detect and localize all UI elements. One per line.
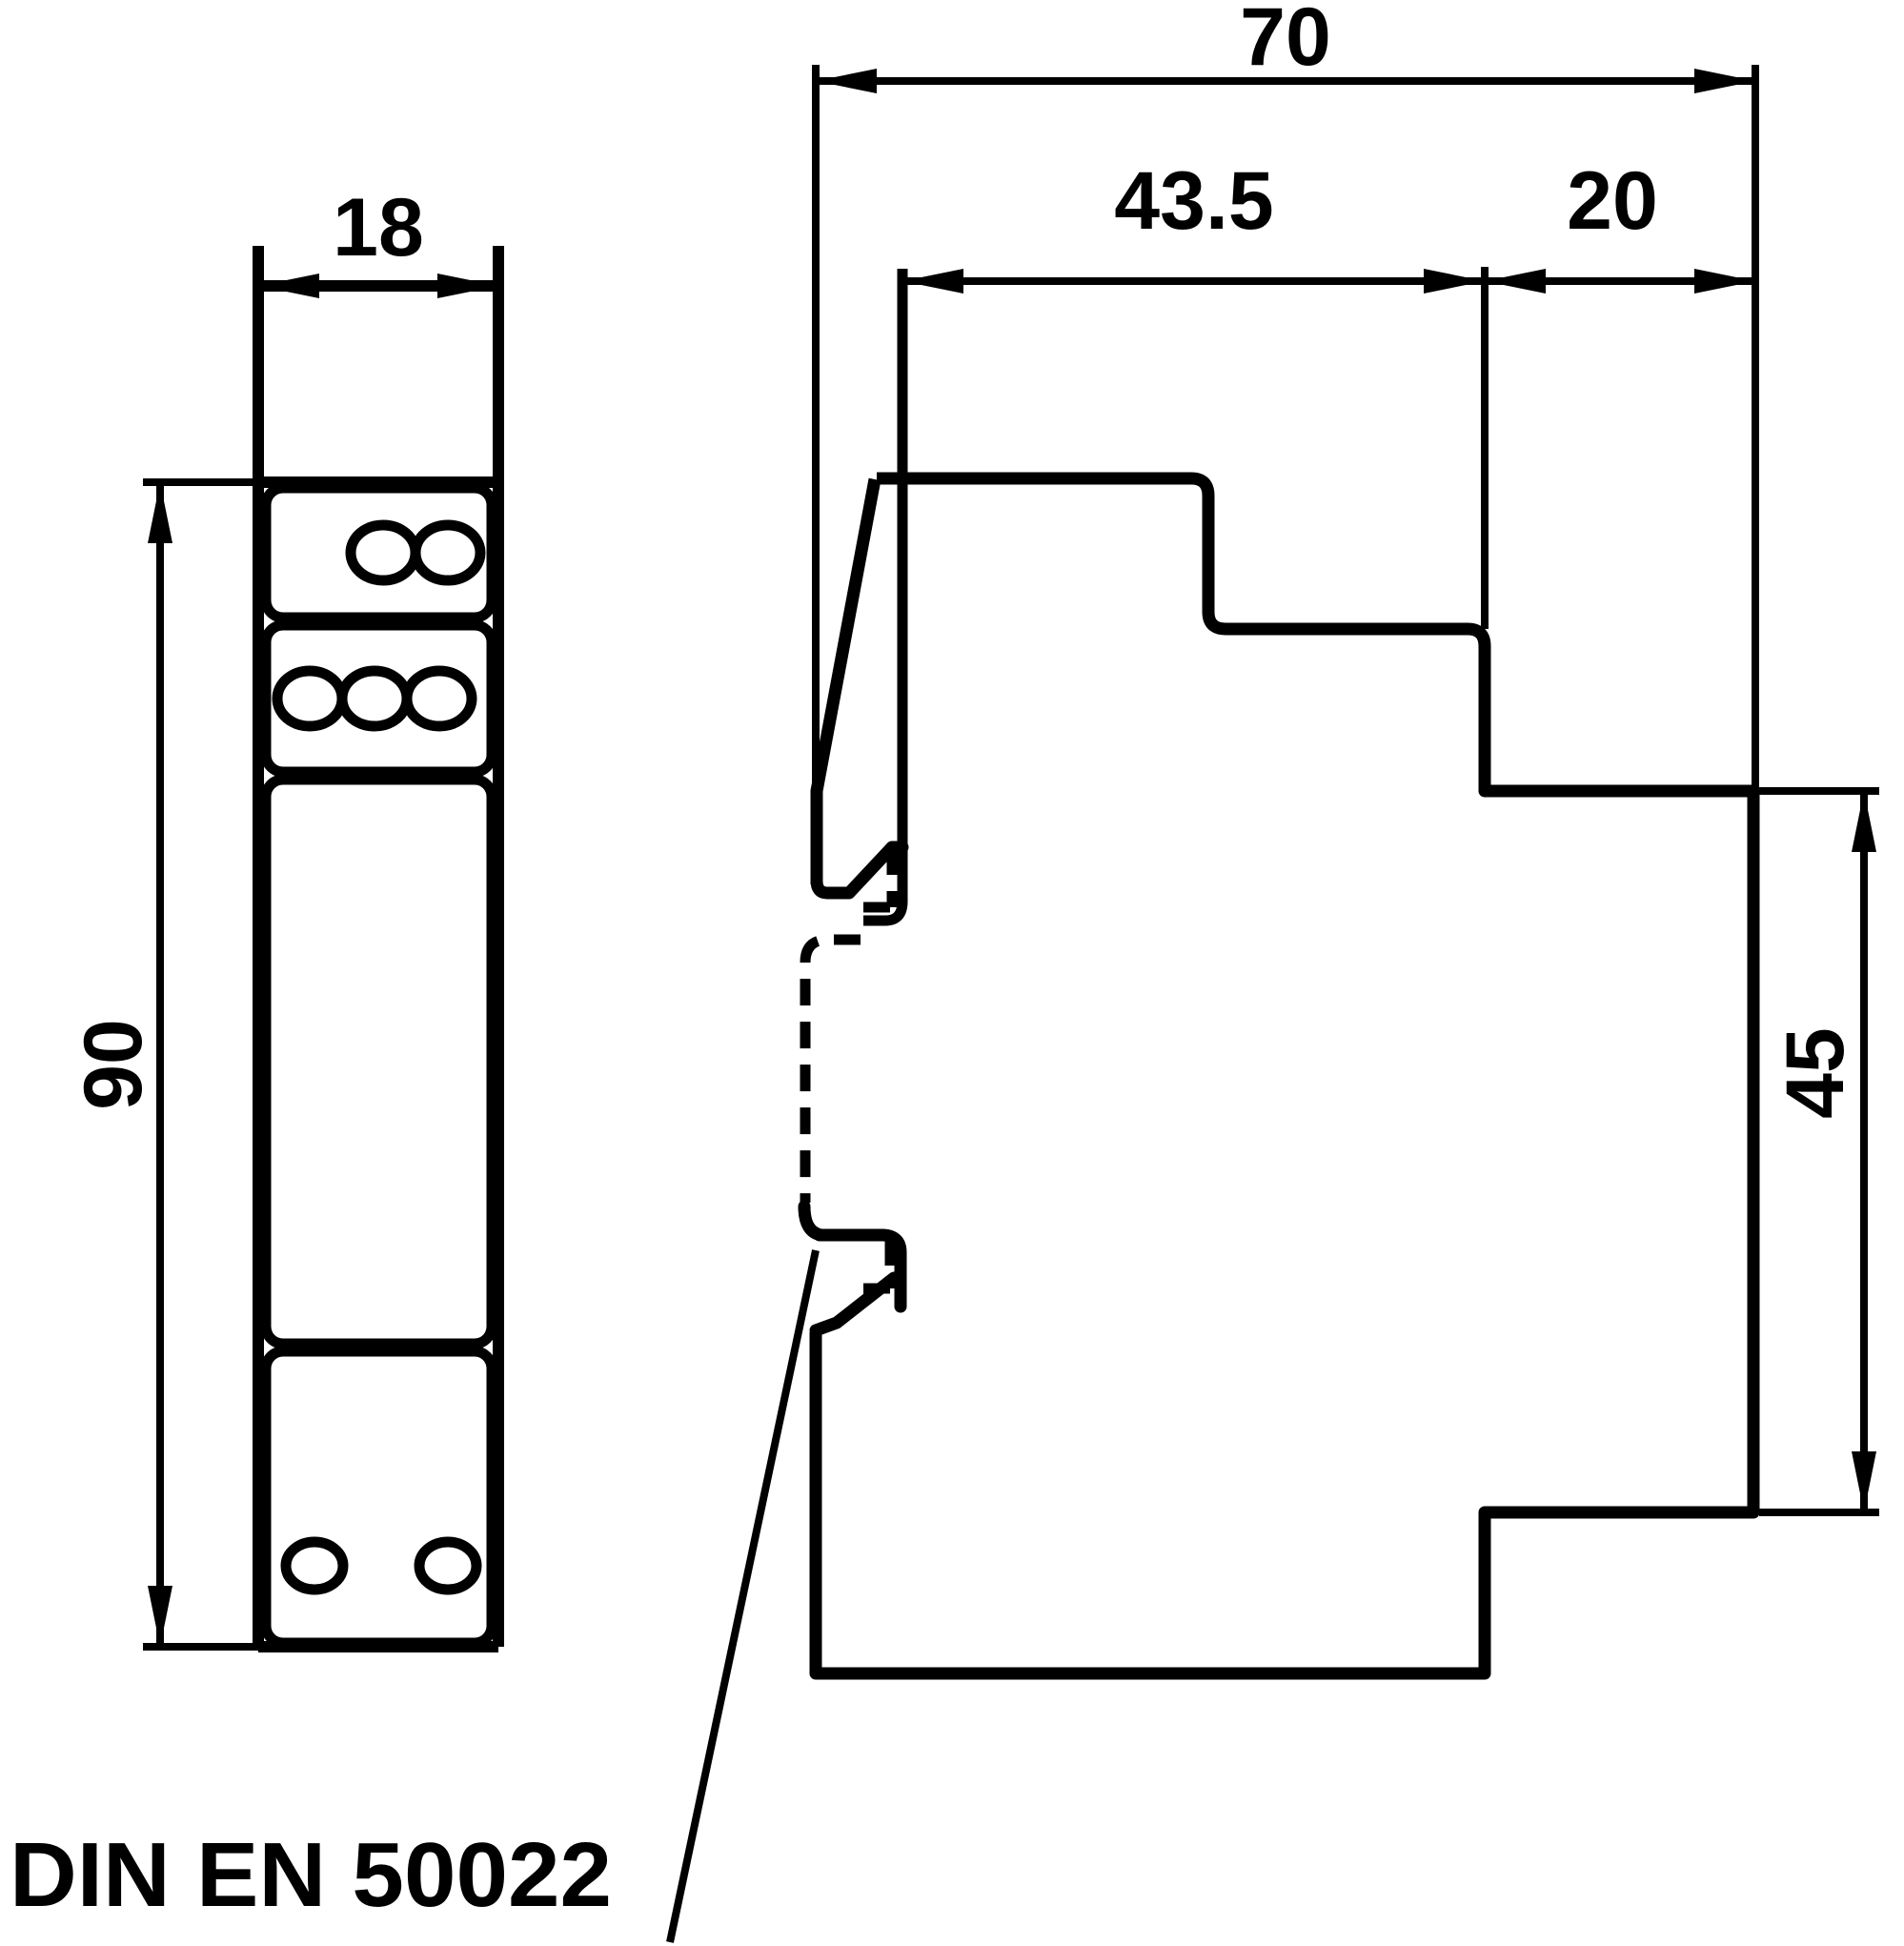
- arrowhead-up: [1852, 791, 1876, 852]
- dim-rear-depth-20: 20: [1485, 155, 1755, 294]
- arrowhead-right: [437, 274, 498, 298]
- terminal-circle: [345, 519, 421, 586]
- dim-label-20: 20: [1567, 155, 1658, 247]
- arrowhead-up: [148, 482, 172, 543]
- arrowhead-left: [1485, 269, 1546, 294]
- arrowhead-right: [1694, 69, 1755, 93]
- arrowhead-left: [816, 69, 877, 93]
- dim-label-18: 18: [333, 182, 424, 274]
- terminal-circles-row1: [345, 519, 486, 586]
- front-view: [253, 246, 504, 1652]
- arrowhead-left: [258, 274, 319, 298]
- front-section-terminal-top: [260, 482, 497, 623]
- arrowhead-down: [148, 1586, 172, 1647]
- front-section-terminal-mid: [260, 619, 497, 778]
- fixing-hole: [414, 1536, 482, 1595]
- clip-mounting-plane-line: [863, 269, 908, 926]
- arrowhead-right: [1694, 269, 1755, 294]
- arrowhead-left: [902, 269, 963, 294]
- terminal-circles-row2: [272, 665, 477, 732]
- side-view: [798, 269, 1760, 1680]
- dim-front-height-90: 90: [68, 478, 264, 1651]
- dim-total-depth-70: 70: [812, 0, 1759, 882]
- front-section-bottom: [260, 1346, 497, 1649]
- fixing-hole: [280, 1536, 349, 1595]
- clip-rail-pocket-corner: [798, 1200, 828, 1242]
- clip-top-claw: [810, 841, 909, 900]
- terminal-circle: [336, 665, 413, 732]
- dim-label-90: 90: [68, 1019, 159, 1110]
- dim-label-70: 70: [1240, 0, 1331, 83]
- rail-web-dashed: [800, 934, 861, 1203]
- bottom-fixing-holes: [280, 1536, 482, 1595]
- arrowhead-right: [1424, 269, 1485, 294]
- leader-line: [666, 1249, 820, 1943]
- rail-bottom-flange-dashed: [863, 1239, 896, 1294]
- dim-rear-height-45: 45: [1759, 787, 1879, 1516]
- din-standard-label: DIN EN 50022: [10, 1824, 612, 1926]
- dim-label-43-5: 43.5: [1114, 155, 1273, 247]
- arrowhead-down: [1852, 1451, 1876, 1512]
- front-section-body: [260, 774, 497, 1349]
- dim-front-width-18: 18: [258, 182, 498, 298]
- side-front-face-upper: [810, 477, 881, 884]
- din-rail-standard-callout: DIN EN 50022: [10, 1249, 820, 1943]
- dim-label-45: 45: [1770, 1027, 1861, 1119]
- side-profile-outline: [809, 472, 1760, 1680]
- dim-front-depth-43-5: 43.5: [902, 155, 1489, 629]
- clip-bottom-hook: [813, 1228, 907, 1313]
- rail-top-flange-dashed: [863, 848, 898, 913]
- terminal-circle: [401, 665, 477, 732]
- terminal-circle: [410, 519, 486, 586]
- din-rail-dashed-profile: [800, 848, 898, 1294]
- terminal-circle: [272, 665, 348, 732]
